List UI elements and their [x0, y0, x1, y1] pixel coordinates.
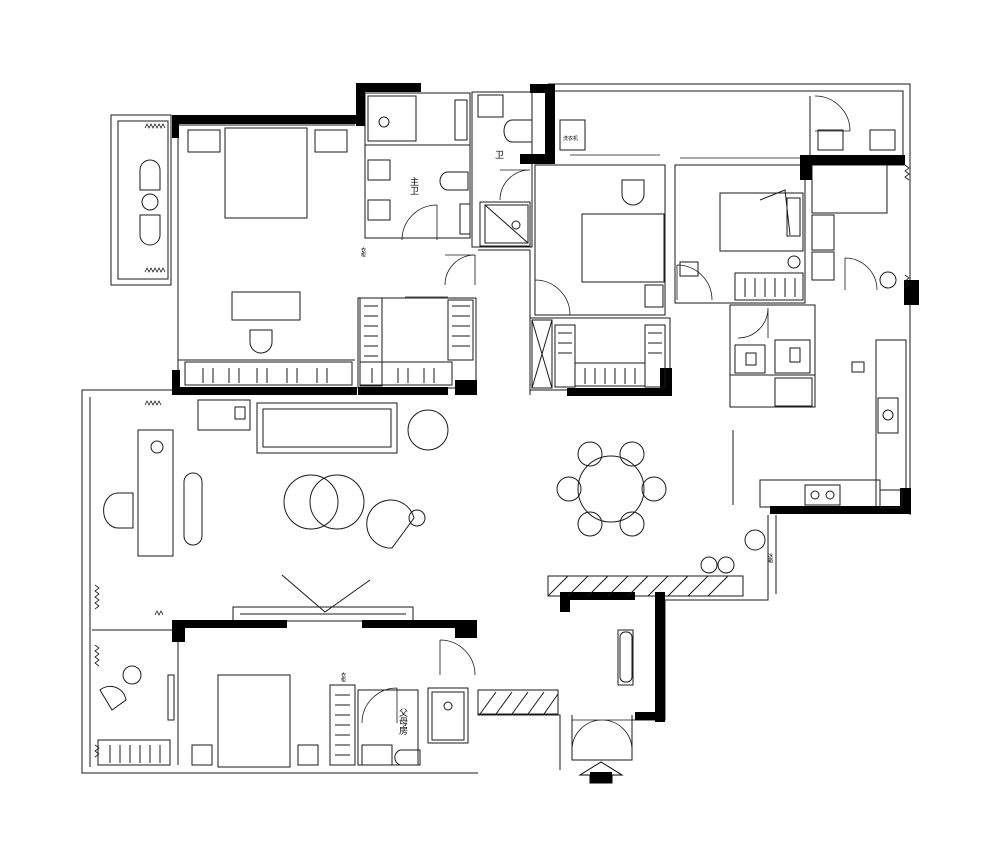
master-bath-label: 主卫 [408, 176, 419, 195]
outer-boundary [81, 83, 911, 774]
tag-right: 冰箱 [767, 552, 773, 564]
structural-walls [172, 83, 919, 722]
entrance-arrow-icon [578, 761, 624, 784]
wardrobes [97, 272, 804, 766]
parents-room-label: 父母房 [397, 708, 408, 736]
second-bath-label: 卫 [493, 150, 504, 159]
tag-left-bottom: 衣柜 [340, 671, 346, 683]
doors [361, 95, 878, 751]
curtains [94, 123, 910, 758]
washer-label: 洗衣机 [563, 135, 578, 142]
tag-left-top: 衣柜 [360, 246, 366, 258]
furniture [99, 94, 903, 768]
